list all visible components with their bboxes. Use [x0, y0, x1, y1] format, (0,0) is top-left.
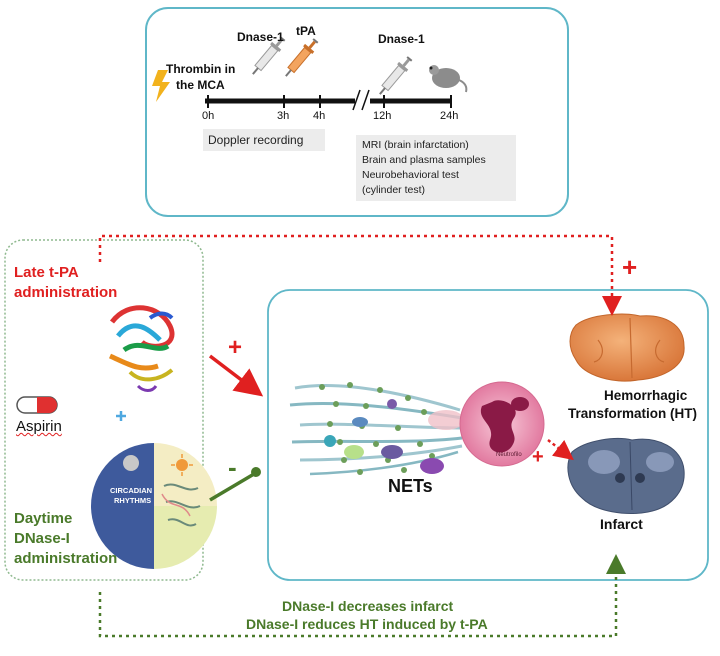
- outcome-2: Brain and plasma samples: [362, 154, 486, 166]
- tpa-to-ht-dotted-arrow: [98, 234, 622, 316]
- sun-icon: [171, 454, 193, 476]
- syringe-dnase-first-icon: [252, 36, 286, 75]
- late-tpa-line1: Late t-PA: [14, 264, 79, 281]
- dnase-inhibits-nets-line: [209, 467, 261, 502]
- syringe-tpa-icon: [285, 38, 319, 77]
- daytime-line3: administration: [14, 550, 118, 567]
- dnase-first-label: Dnase-1: [237, 30, 284, 44]
- infarct-label: Infarct: [600, 516, 643, 532]
- tpa-to-nets-arrow: [208, 354, 264, 397]
- lightning-icon: [152, 70, 170, 102]
- aspirin-label: Aspirin: [16, 418, 62, 435]
- conclusion-line2: DNase-I reduces HT induced by t-PA: [246, 616, 488, 632]
- timepoint-3h: 3h: [277, 110, 290, 122]
- circadian-rhythms-circle: [91, 443, 217, 569]
- timepoint-12h: 12h: [373, 110, 392, 122]
- aspirin-pill-icon: [16, 396, 58, 414]
- timepoint-0h: 0h: [202, 110, 215, 122]
- tpa-protein-structure-icon: [108, 305, 175, 392]
- ht-label-line1: Hemorrhagic: [604, 388, 688, 403]
- conclusion-dotted-arrow: [98, 554, 626, 638]
- daytime-line1: Daytime: [14, 510, 73, 527]
- doppler-label: Doppler recording: [208, 133, 304, 147]
- conclusion-line1: DNase-I decreases infarct: [282, 598, 454, 614]
- hemorrhagic-brain-icon: [569, 313, 685, 382]
- late-tpa-line2: administration: [14, 284, 118, 301]
- tpa-plus-sign: +: [228, 334, 243, 361]
- nets-illustration: [289, 382, 465, 476]
- outcome-3: Neurobehavioral test: [362, 169, 459, 181]
- ht-plus-sign: +: [622, 252, 638, 282]
- outcome-1: MRI (brain infarctation): [362, 139, 469, 151]
- small-plus-icon: [116, 411, 126, 421]
- neutrophil-icon: [459, 381, 545, 467]
- daytime-line2: DNase-I: [14, 530, 70, 547]
- timeline: [205, 89, 452, 111]
- circadian-line2: RHYTHMS: [114, 496, 152, 505]
- nets-to-infarct-arrow: [547, 439, 574, 461]
- infarct-plus-sign: +: [532, 446, 544, 468]
- outcome-4: (cylinder test): [362, 184, 426, 196]
- dnase-minus-sign: -: [228, 452, 237, 482]
- dnase-second-label: Dnase-1: [378, 32, 425, 46]
- doppler-box: [203, 129, 325, 151]
- tpa-label: tPA: [296, 24, 316, 38]
- ht-label-line2: Transformation (HT): [568, 406, 698, 421]
- syringe-dnase-second-icon: [379, 56, 413, 95]
- timepoint-4h: 4h: [313, 110, 326, 122]
- nets-label: NETs: [388, 476, 433, 496]
- mouse-icon: [429, 65, 468, 93]
- neutrophil-label: Neutrofilo: [496, 452, 522, 458]
- outcomes-box: [356, 135, 516, 201]
- thrombin-label-line1: Thrombin in: [166, 62, 236, 76]
- infarct-brain-icon: [567, 438, 685, 514]
- thrombin-label-line2: the MCA: [176, 78, 225, 92]
- timepoint-24h: 24h: [440, 110, 459, 122]
- circadian-line1: CIRCADIAN: [110, 486, 153, 495]
